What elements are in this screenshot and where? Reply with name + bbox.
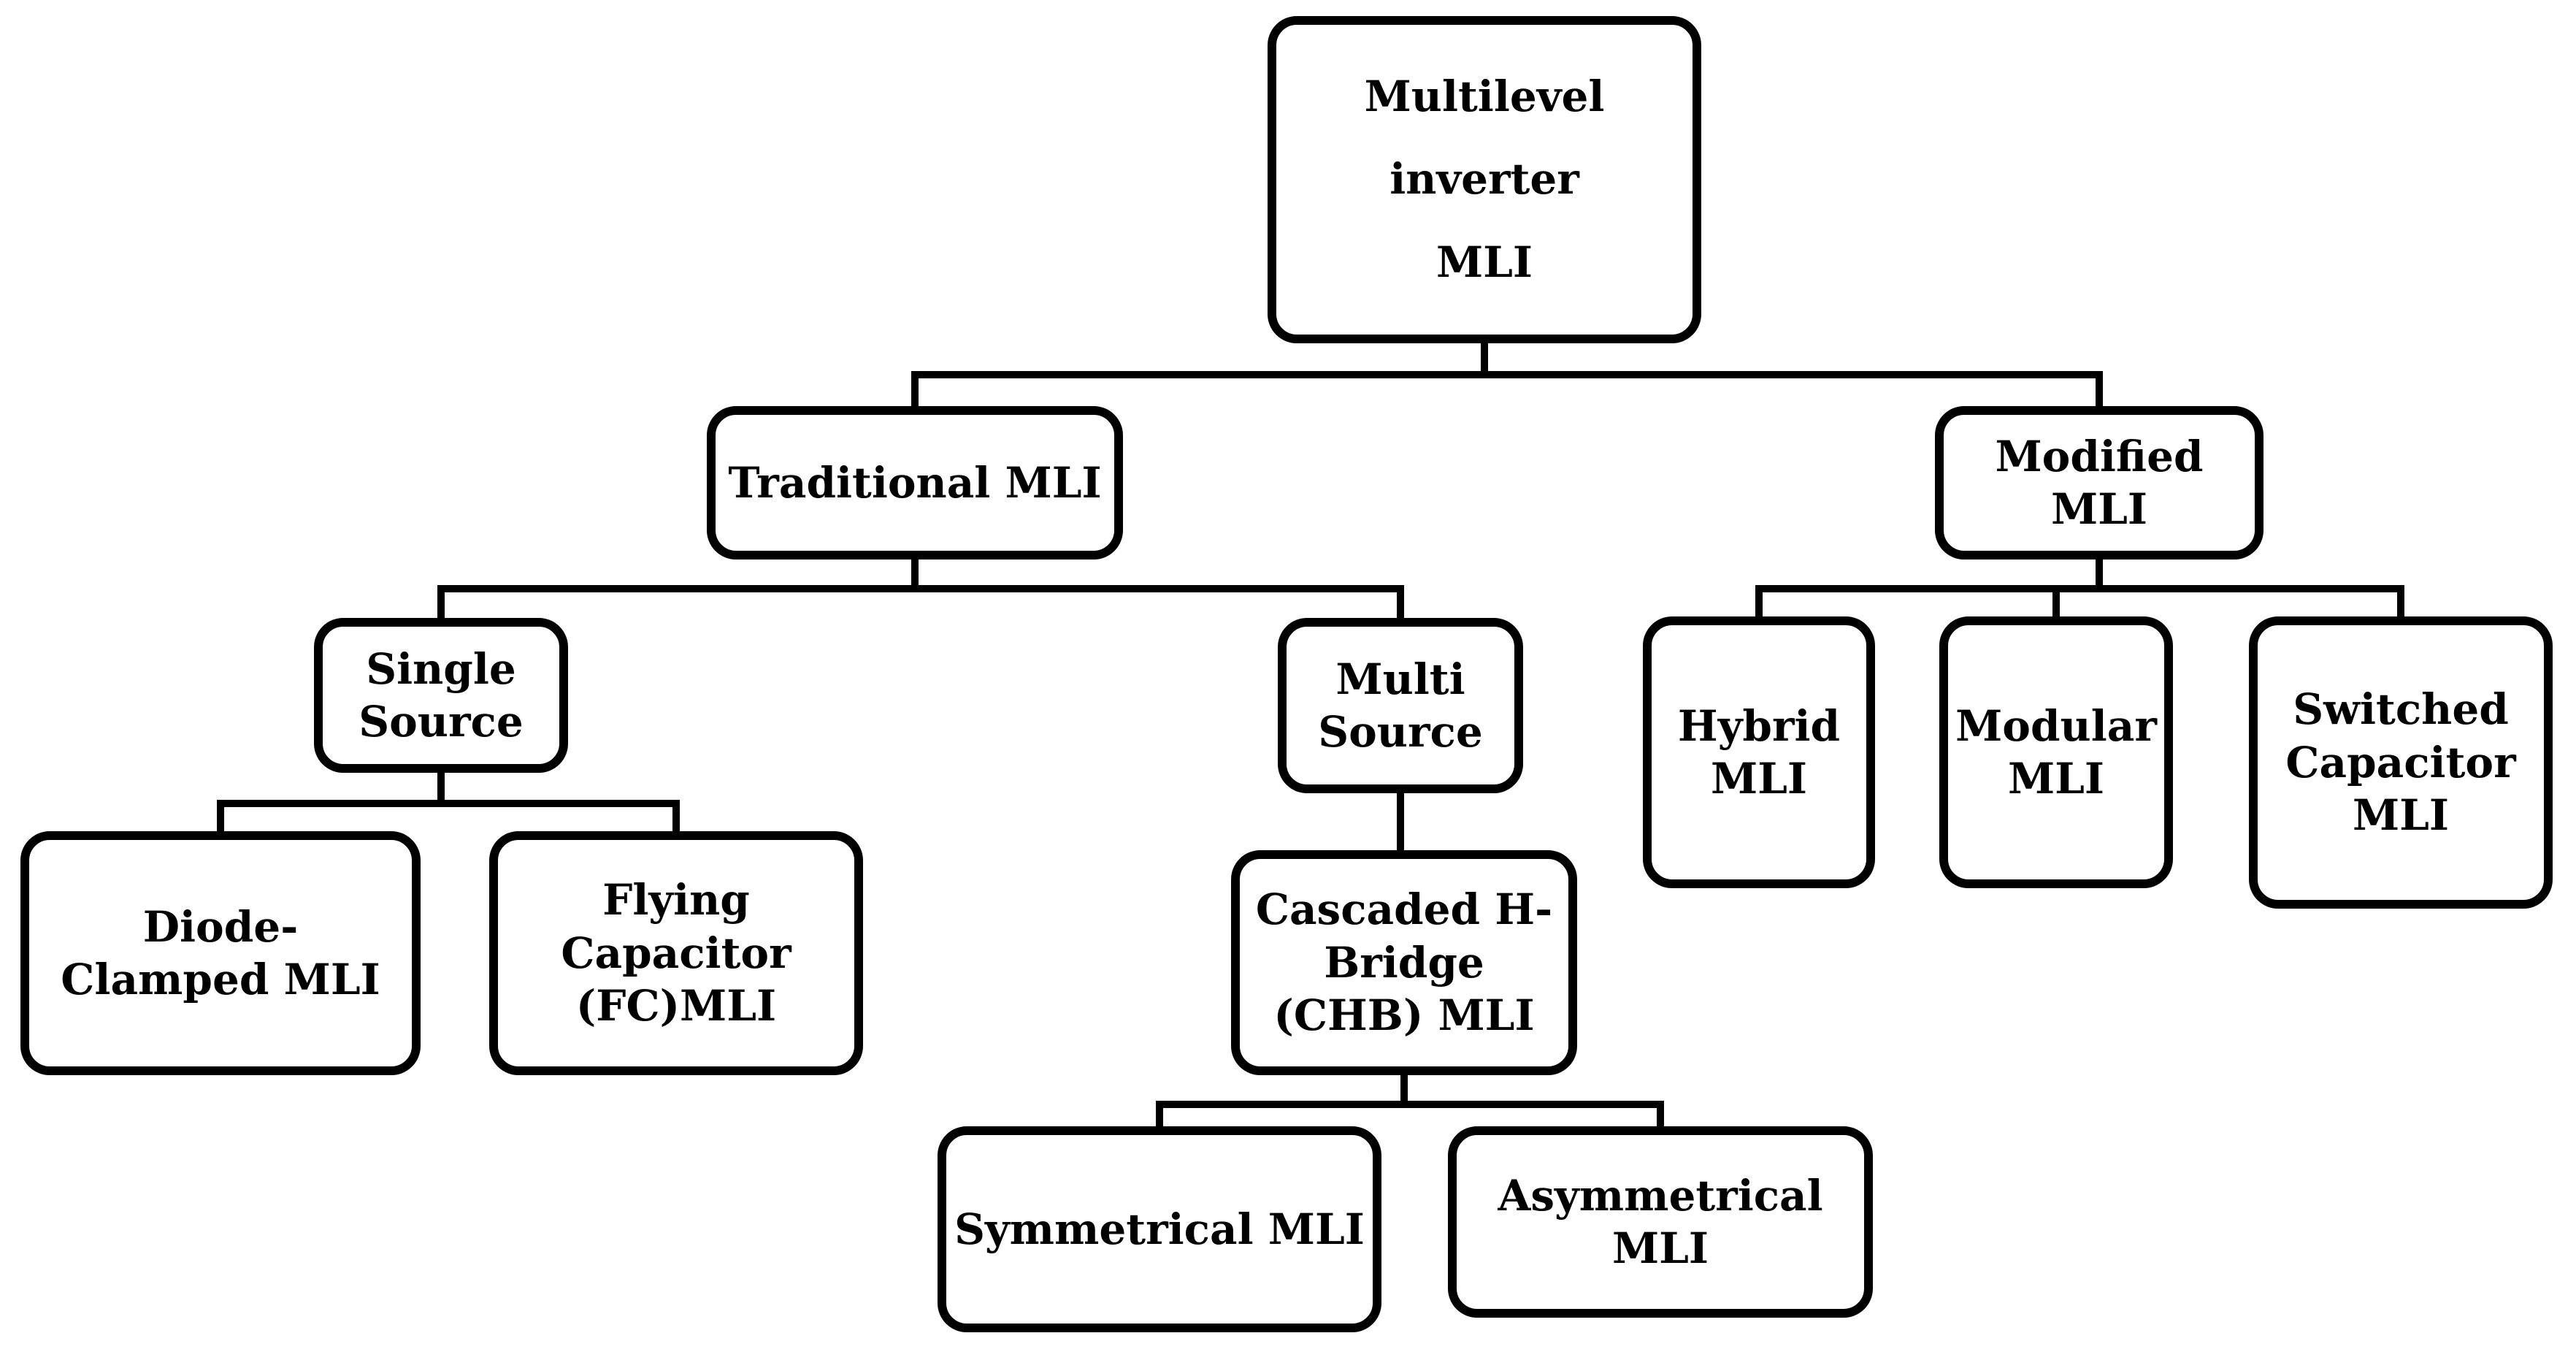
node-flying-capacitor-mli-label-line-1: Flying [602,875,750,925]
connector-cascaded-h-bridge-mli-stub [1400,1071,1408,1108]
node-symmetrical-mli-label-line-1: Symmetrical MLI [954,1204,1365,1254]
node-switched-capacitor-mli-label-line-3: MLI [2352,790,2450,841]
node-cascaded-h-bridge-mli-label-line-1: Cascaded H- [1255,885,1553,935]
node-multilevel-inverter-label-line-2: inverter [1389,154,1579,205]
node-modular-mli-label-line-1: Modular [1955,700,2157,751]
connector-multilevel-inverter-stub [1481,339,1488,378]
node-single-source-label-line-2: Source [359,697,524,746]
connector-traditional-mli-to-multi-source [1397,585,1404,622]
connector-modified-mli-to-hybrid-mli [1755,585,1763,621]
node-modified-mli-label-line-2: MLI [2050,484,2148,534]
connector-cascaded-h-bridge-mli-bus [1156,1101,1664,1108]
node-asymmetrical-mli-label-line-1: Asymmetrical [1498,1170,1823,1221]
node-diode-clamped-mli-label-line-1: Diode- [142,901,299,952]
node-multi-source-label-line-2: Source [1318,707,1483,757]
connector-single-source-to-flying-capacitor-mli [672,800,680,836]
node-modified-mli-label-line-1: Modified [1995,431,2204,481]
connector-multilevel-inverter-bus [911,371,2103,378]
connector-single-source-stub [437,768,445,807]
connector-multilevel-inverter-to-modified-mli [2096,371,2103,410]
connector-traditional-mli-to-single-source [437,585,445,622]
node-flying-capacitor-mli-label-line-2: Capacitor [561,928,791,978]
connector-single-source-to-diode-clamped-mli [217,800,224,836]
node-asymmetrical-mli-label-line-2: MLI [1611,1223,1709,1273]
node-hybrid-mli-label-line-1: Hybrid [1677,700,1841,751]
node-flying-capacitor-mli-label-line-3: (FC)MLI [575,981,777,1031]
node-single-source-label-line-1: Single [366,643,516,694]
connector-single-source-bus [217,800,680,807]
node-modular-mli-label-line-2: MLI [2007,754,2105,803]
node-switched-capacitor-mli-label-line-1: Switched [2293,684,2509,735]
node-multilevel-inverter-label-line-3: MLI [1435,237,1533,287]
node-diode-clamped-mli: Diode-Clamped MLI [20,831,421,1075]
node-diode-clamped-mli-label-line-2: Clamped MLI [61,955,380,1004]
connector-multi-source-to-cascaded-h-bridge-mli [1397,789,1404,855]
connector-traditional-mli-stub [911,555,919,592]
node-symmetrical-mli: Symmetrical MLI [938,1126,1381,1332]
connector-cascaded-h-bridge-mli-to-asymmetrical-mli [1657,1101,1664,1131]
node-cascaded-h-bridge-mli: Cascaded H-Bridge(CHB) MLI [1231,850,1577,1075]
node-multilevel-inverter-label-line-1: Multilevel [1364,72,1605,122]
connector-modified-mli-bus [1755,585,2404,592]
connector-multilevel-inverter-to-traditional-mli [911,371,919,410]
node-cascaded-h-bridge-mli-label-line-3: (CHB) MLI [1273,990,1535,1041]
node-hybrid-mli-label-line-2: MLI [1710,754,1808,803]
connector-modified-mli-to-switched-capacitor-mli [2397,585,2404,621]
connector-modified-mli-to-modular-mli [2052,585,2060,621]
node-traditional-mli: Traditional MLI [707,406,1123,559]
connector-traditional-mli-bus [437,585,1404,592]
node-traditional-mli-label-line-1: Traditional MLI [728,457,1102,508]
connector-modified-mli-stub [2096,555,2103,592]
node-switched-capacitor-mli-label-line-2: Capacitor [2285,737,2516,787]
node-cascaded-h-bridge-mli-label-line-2: Bridge [1324,937,1484,988]
node-multi-source-label-line-1: Multi [1335,654,1465,704]
connector-cascaded-h-bridge-mli-to-symmetrical-mli [1156,1101,1163,1131]
